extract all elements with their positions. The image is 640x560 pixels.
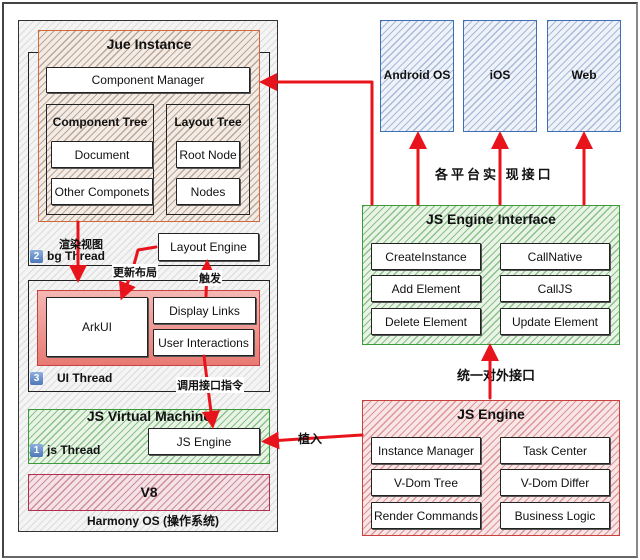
layout-tree-title: Layout Tree: [174, 115, 242, 129]
arkui-box[interactable]: ArkUI: [46, 297, 148, 357]
js-thread-text: js Thread: [47, 443, 101, 457]
harmony-os-label: Harmony OS (操作系统): [87, 514, 220, 528]
jei-call-js[interactable]: CallJS: [500, 275, 610, 302]
user-interactions[interactable]: User Interactions: [153, 329, 254, 356]
platform-web-label: Web: [571, 68, 597, 82]
platform-ios-label: iOS: [489, 68, 511, 82]
platform-android-label: Android OS: [383, 68, 451, 82]
bg-thread-label: 2 bg Thread: [30, 249, 106, 264]
call-interface-label: 调用接口指令: [176, 377, 244, 393]
component-tree-title: Component Tree: [52, 115, 148, 129]
render-view-label: 渲染视图: [59, 239, 103, 251]
layout-tree-item-root-node[interactable]: Root Node: [176, 141, 240, 168]
js-engine-title: JS Engine: [457, 406, 525, 422]
js-vm-js-engine[interactable]: JS Engine: [148, 428, 260, 455]
v8-layer: [28, 474, 270, 511]
component-tree-item-document[interactable]: Document: [51, 141, 153, 168]
update-layout-label: 更新布局: [112, 264, 158, 280]
ui-thread-badge: 3: [30, 372, 43, 386]
jei-call-native[interactable]: CallNative: [500, 243, 610, 270]
platform-web[interactable]: [547, 20, 621, 132]
trigger-label: 触发: [198, 270, 222, 286]
component-tree-item-other-componets[interactable]: Other Componets: [51, 178, 153, 205]
bg-thread-badge: 2: [30, 250, 43, 264]
jse-render-commands[interactable]: Render Commands: [371, 502, 481, 529]
jei-add-element[interactable]: Add Element: [371, 275, 481, 302]
display-links[interactable]: Display Links: [153, 297, 256, 324]
jse-business-logic[interactable]: Business Logic: [500, 502, 610, 529]
ui-thread-label: 3 UI Thread: [30, 371, 113, 386]
layout-tree-item-nodes[interactable]: Nodes: [176, 178, 240, 205]
jue-instance-title: Jue Instance: [106, 36, 192, 52]
jse-instance-manager[interactable]: Instance Manager: [371, 437, 481, 464]
platform-impl-label: 各平台实 现接口: [435, 167, 554, 182]
layout-tree: [166, 104, 250, 215]
js-engine-interface-title: JS Engine Interface: [426, 211, 556, 227]
bg-thread-text: bg Thread: [47, 249, 106, 263]
platform-ios[interactable]: [463, 20, 537, 132]
ui-thread-text: UI Thread: [57, 371, 113, 385]
unified-interface-label: 统一对外接口: [457, 368, 536, 383]
v8-label: V8: [140, 484, 158, 500]
jei-delete-element[interactable]: Delete Element: [371, 308, 481, 335]
jse-vdom-differ[interactable]: V-Dom Differ: [500, 469, 610, 496]
jei-update-element[interactable]: Update Element: [500, 308, 610, 335]
jse-task-center[interactable]: Task Center: [500, 437, 610, 464]
js-vm-title: JS Virtual Machine: [86, 408, 212, 424]
js-thread-badge: 1: [30, 444, 43, 458]
component-manager[interactable]: Component Manager: [46, 67, 250, 93]
js-thread-label: 1 js Thread: [30, 443, 101, 458]
layout-engine[interactable]: Layout Engine: [158, 233, 259, 261]
jei-create-instance[interactable]: CreateInstance: [371, 243, 481, 270]
platform-android[interactable]: [380, 20, 454, 132]
jse-vdom-tree[interactable]: V-Dom Tree: [371, 469, 481, 496]
inject-label: 植入: [298, 432, 323, 446]
component-tree: [46, 104, 154, 215]
